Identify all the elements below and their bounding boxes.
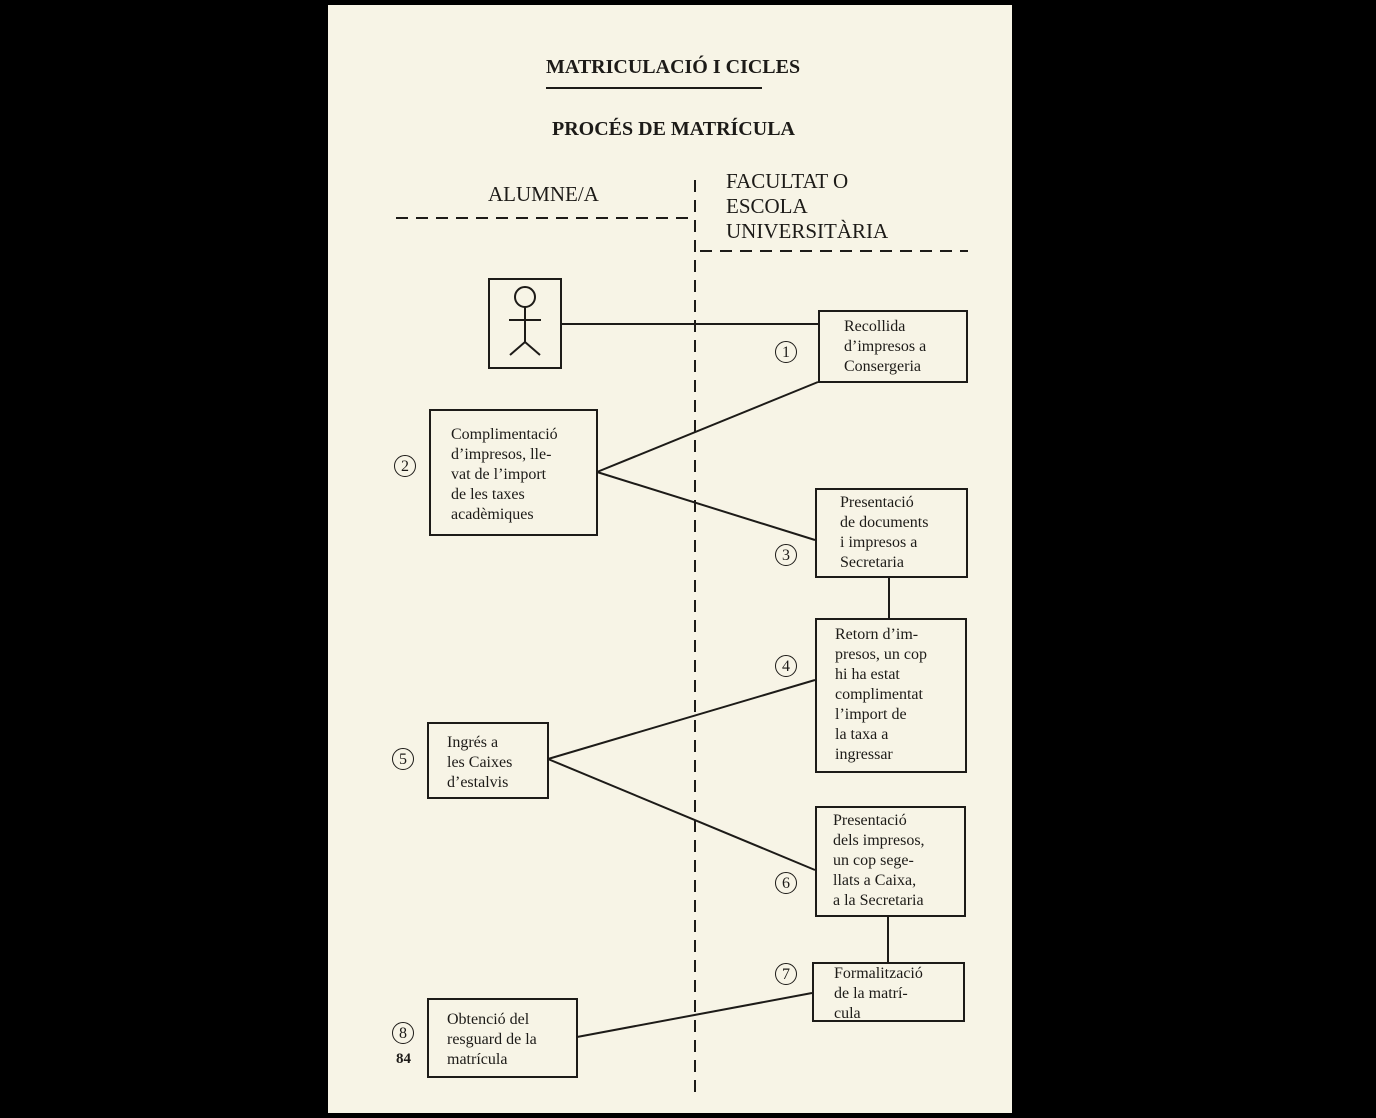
step-box-1: Recollida d’impresos a Consergeria (818, 310, 968, 383)
step-number-8: 8 (392, 1022, 414, 1044)
step-box-6: Presentació dels impresos, un cop sege- … (815, 806, 966, 917)
connector (576, 992, 813, 1038)
document-page (328, 5, 1012, 1113)
step-number-6: 6 (775, 872, 797, 894)
step-number-5: 5 (392, 748, 414, 770)
step-box-5: Ingrés a les Caixes d’estalvis (427, 722, 549, 799)
step-number-3: 3 (775, 544, 797, 566)
step-box-2: Complimentació d’impresos, lle- vat de l… (429, 409, 598, 536)
lane-header-student: ALUMNE/A (488, 182, 599, 206)
step-box-4: Retorn d’im- presos, un cop hi ha estat … (815, 618, 967, 773)
student-actor-box (488, 278, 562, 369)
connector (547, 758, 816, 871)
stick-figure-icon (509, 286, 541, 356)
step-box-7: Formalització de la matrí- cula (812, 962, 965, 1022)
page-number: 84 (396, 1051, 411, 1067)
step-box-3: Presentació de documents i impresos a Se… (815, 488, 968, 578)
diagram-title: PROCÉS DE MATRÍCULA (552, 118, 795, 140)
lane-header-faculty: FACULTAT O ESCOLA UNIVERSITÀRIA (726, 169, 889, 243)
connector (596, 471, 816, 541)
connector (547, 679, 816, 760)
step-number-7: 7 (775, 963, 797, 985)
step-number-4: 4 (775, 655, 797, 677)
step-number-2: 2 (394, 455, 416, 477)
step-box-8: Obtenció del resguard de la matrícula (427, 998, 578, 1078)
step-number-1: 1 (775, 341, 797, 363)
connector (596, 381, 819, 473)
section-title: MATRICULACIÓ I CICLES (546, 56, 801, 78)
